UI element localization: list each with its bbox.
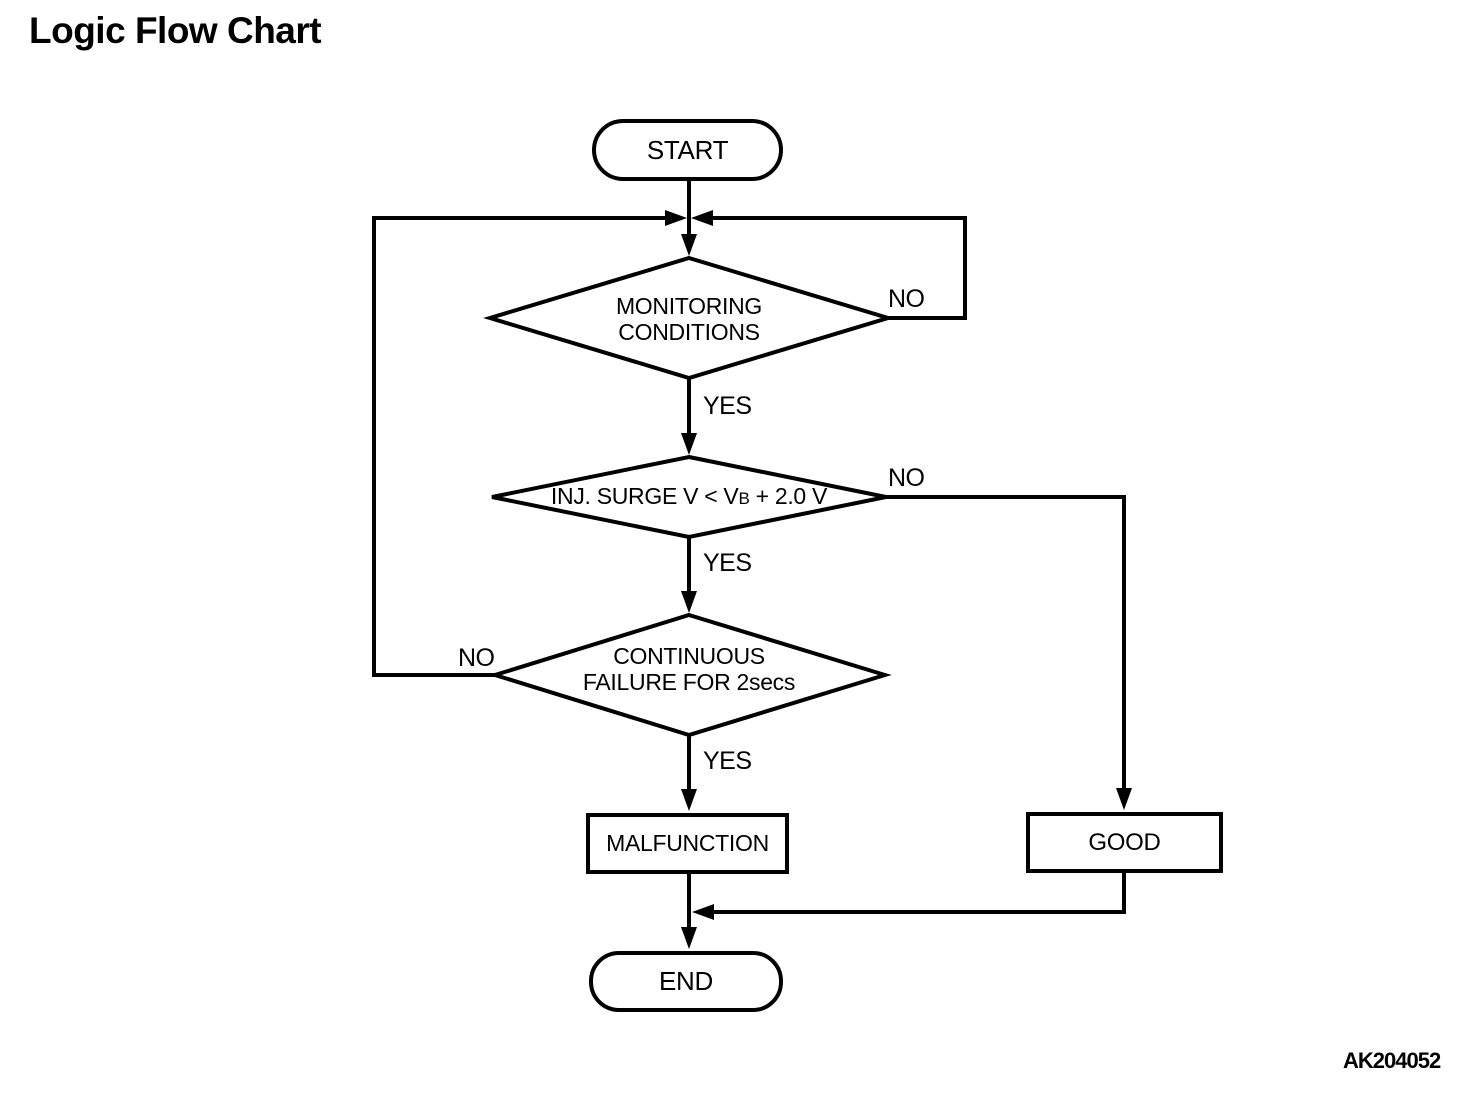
decision-inj-surge-shape [491,454,887,540]
decision-monitoring-label-line2: CONDITIONS [618,319,760,345]
decision-inj-surge-label-prefix: INJ. SURGE V < V [550,483,739,509]
node-malfunction: MALFUNCTION [586,813,789,874]
label-continuous-no: NO [458,644,495,672]
decision-monitoring-label: MONITORING CONDITIONS [489,293,889,345]
edge-good-to-merge [713,873,1126,914]
edge-continuous-no-loop [372,216,666,677]
edge-monitoring-no-loop [712,216,967,320]
decision-continuous-shape [488,612,892,738]
decision-monitoring-label-line1: MONITORING [615,293,763,319]
decision-continuous-label-line2: FAILURE FOR 2secs [582,669,796,695]
figure-code: AK204052 [1343,1048,1441,1073]
decision-monitoring-shape [483,255,895,381]
arrowhead-merge-from-good [692,904,714,920]
arrowhead-into-continuous [681,591,697,613]
page-title: Logic Flow Chart [29,10,322,51]
arrowhead-into-inj-surge [681,433,697,455]
decision-continuous-label-line1: CONTINUOUS [613,643,765,669]
decision-inj-surge-label-suffix: + 2.0 V [749,483,828,509]
node-end: END [589,951,783,1012]
node-malfunction-label: MALFUNCTION [606,830,769,856]
decision-inj-surge-label-subscript: B [738,489,750,508]
node-start-label: START [646,134,729,165]
arrowhead-junction-from-right [691,210,713,226]
arrowhead-junction-from-left [665,210,687,226]
label-monitoring-no: NO [888,285,925,313]
arrowhead-into-end [681,927,697,949]
node-end-label: END [659,966,713,996]
node-good: GOOD [1026,812,1223,873]
label-inj-surge-yes: YES [703,549,752,577]
decision-continuous-label: CONTINUOUS FAILURE FOR 2secs [489,643,889,695]
label-inj-surge-no: NO [888,464,925,492]
arrowhead-into-monitoring [681,234,697,256]
edge-inj-surge-no [886,495,1126,791]
decision-inj-surge-label: INJ. SURGE V < VB + 2.0 V [489,483,889,512]
arrowhead-into-malfunction [681,789,697,811]
node-good-label: GOOD [1088,828,1161,856]
label-continuous-yes: YES [703,747,752,775]
node-start: START [592,119,783,181]
label-monitoring-yes: YES [703,392,752,420]
arrowhead-into-good [1116,788,1132,810]
